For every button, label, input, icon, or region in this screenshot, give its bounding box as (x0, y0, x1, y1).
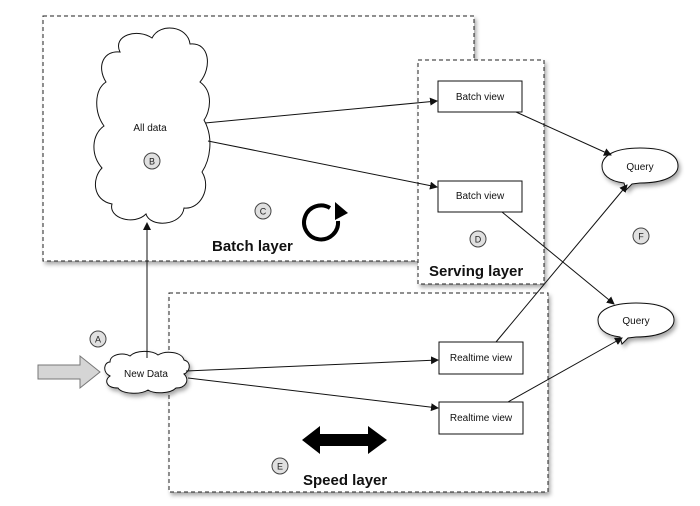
query-label: Query (626, 162, 653, 173)
realtime-view-label: Realtime view (450, 353, 513, 364)
marker-f: F (632, 227, 650, 245)
all-data-cloud[interactable]: All data B (93, 27, 211, 224)
edge-batch-view-1-to-query-1 (515, 111, 612, 156)
all-data-label: All data (133, 123, 167, 134)
batch-view-1[interactable]: Batch view (437, 80, 523, 113)
marker-a: A (89, 330, 107, 348)
new-data-label: New Data (124, 369, 168, 380)
cloud-shape (93, 27, 211, 224)
realtime-view-2[interactable]: Realtime view (438, 401, 524, 435)
edge-batch-view-2-to-query-2 (501, 211, 615, 305)
realtime-view-1[interactable]: Realtime view (438, 341, 524, 375)
batch-view-box (437, 80, 523, 113)
edges (143, 97, 628, 412)
input-arrow-icon (37, 354, 101, 390)
speed-layer-frame (168, 292, 549, 493)
query-1[interactable]: Query (601, 147, 679, 191)
marker-d: D (469, 230, 487, 248)
realtime-view-box (438, 341, 524, 375)
edge-new-data-to-realtime-view-1 (185, 356, 439, 372)
cloud-shape (104, 350, 190, 394)
marker-b: B (143, 152, 161, 170)
speech-bubble (601, 147, 679, 191)
edge-realtime-view-2-to-query-2 (507, 337, 623, 403)
refresh-cycle-icon (302, 202, 348, 242)
speed-layer-title: Speed layer (303, 472, 387, 489)
svg-text:D: D (475, 235, 482, 245)
batch-view-2[interactable]: Batch view (437, 180, 523, 213)
marker-e: E (271, 457, 289, 475)
svg-text:E: E (277, 462, 283, 472)
realtime-view-box (438, 401, 524, 435)
query-2[interactable]: Query (597, 302, 675, 345)
svg-text:B: B (149, 157, 155, 167)
new-data-cloud[interactable]: New Data (104, 350, 190, 394)
batch-view-label: Batch view (456, 92, 505, 103)
batch-layer-title: Batch layer (212, 238, 293, 255)
svg-text:C: C (260, 207, 267, 217)
svg-text:F: F (638, 232, 644, 242)
edge-new-data-to-realtime-view-2 (187, 377, 439, 412)
double-headed-arrow-icon (302, 426, 387, 454)
edge-all-data-to-batch-view-1 (204, 97, 438, 124)
serving-layer-title: Serving layer (429, 263, 523, 280)
svg-text:A: A (95, 335, 101, 345)
batch-view-label: Batch view (456, 191, 505, 202)
edge-realtime-view-1-to-query-1 (495, 184, 628, 343)
edge-all-data-to-batch-view-2 (207, 140, 438, 190)
speech-bubble (597, 302, 675, 345)
marker-c: C (254, 202, 272, 220)
speed-layer: Speed layer E (168, 292, 549, 493)
query-label: Query (622, 316, 649, 327)
realtime-view-label: Realtime view (450, 413, 513, 424)
batch-view-box (437, 180, 523, 213)
